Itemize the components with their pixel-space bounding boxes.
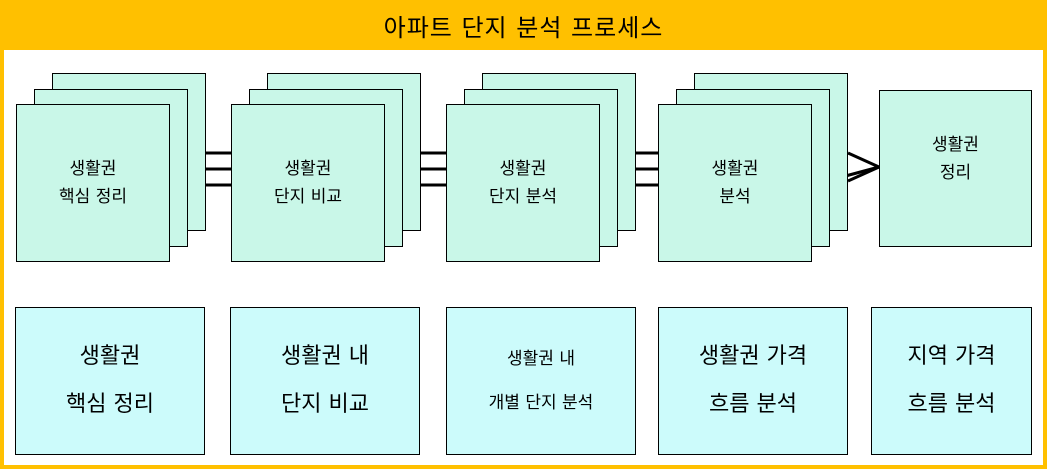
description-1-label-line2: 핵심 정리 [66,392,154,417]
description-1-label-line1: 생활권 [79,344,141,369]
process-step-1-card [16,104,170,262]
process-step-5-label-line2: 정리 [939,162,972,183]
title-banner: 아파트 단지 분석 프로세스 [0,0,1047,50]
process-step-1-label-line1: 생활권 [69,159,117,179]
description-5-card [871,307,1032,455]
description-3-label-line2: 개별 단지 분석 [488,393,594,413]
description-3-card [446,307,636,455]
description-2-label-line1: 생활권 내 [281,344,369,369]
process-step-3-card [446,104,600,262]
description-2-card [230,307,420,455]
description-3-label-line1: 생활권 내 [507,349,575,369]
process-step-4-label-line1: 생활권 [711,159,759,179]
process-step-5-label-line1: 생활권 [932,134,979,155]
process-step-5-card [879,90,1032,247]
process-step-4-card [658,104,812,262]
description-4-card [658,307,848,455]
process-step-2-label-line2: 단지 비교 [274,187,342,207]
diagram-title: 아파트 단지 분석 프로세스 [383,13,664,42]
process-step-3-label-line2: 단지 분석 [489,187,557,207]
description-5-label-line2: 흐름 분석 [907,392,996,417]
process-step-1-label-line2: 핵심 정리 [59,187,127,207]
description-2-label-line2: 단지 비교 [281,392,369,417]
process-step-4-label-line2: 분석 [719,187,751,207]
process-step-2-card [231,104,385,262]
arrow-head-lower [847,165,880,183]
description-4-label-line2: 흐름 분석 [709,392,797,417]
description-1-card [15,307,205,455]
description-4-label-line1: 생활권 가격 [698,344,808,369]
description-5-label-line1: 지역 가격 [907,344,996,369]
arrow-head-upper [847,151,880,169]
process-step-2-label-line1: 생활권 [284,159,332,179]
process-step-3-label-line1: 생활권 [499,159,547,179]
